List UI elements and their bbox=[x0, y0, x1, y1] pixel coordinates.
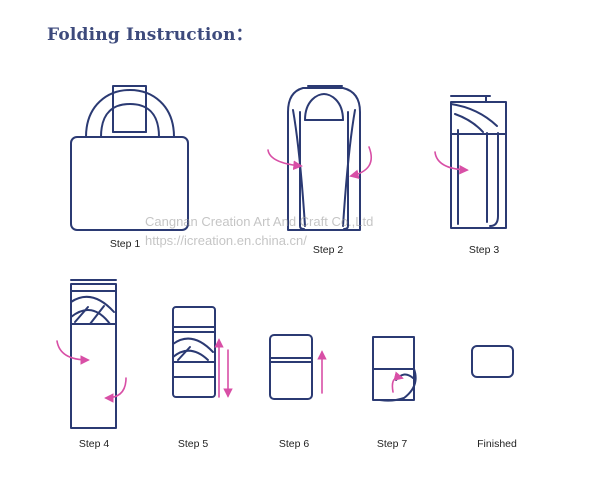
arrow-icon bbox=[391, 371, 404, 393]
watermark-line2: https://icreation.en.china.cn/ bbox=[145, 233, 307, 248]
arrow-icon bbox=[434, 151, 469, 175]
step2-bag-icon bbox=[287, 85, 361, 231]
step2-label: Step 2 bbox=[312, 244, 344, 256]
step7-label: Step 7 bbox=[376, 438, 408, 450]
finished-bag-icon bbox=[471, 345, 514, 378]
arrow-icon bbox=[349, 146, 373, 180]
arrow-icon bbox=[56, 340, 90, 365]
finished-label: Finished bbox=[477, 438, 517, 450]
step3-label: Step 3 bbox=[468, 244, 500, 256]
step5-label: Step 5 bbox=[177, 438, 209, 450]
page-title: Folding Instruction： bbox=[47, 25, 253, 45]
step6-label: Step 6 bbox=[278, 438, 310, 450]
step3-bag-icon bbox=[450, 95, 507, 229]
arrow-icon bbox=[104, 377, 127, 403]
step4-bag-icon bbox=[70, 279, 117, 429]
step7-bag-icon bbox=[372, 336, 417, 402]
step4-label: Step 4 bbox=[78, 438, 110, 450]
step1-bag-icon bbox=[70, 85, 189, 231]
arrow-icon bbox=[267, 149, 303, 171]
step6-bag-icon bbox=[269, 334, 313, 400]
watermark-line1: Cangnan Creation Art And Craft Co.,Ltd bbox=[145, 214, 374, 229]
step5-bag-icon bbox=[172, 306, 216, 398]
step1-label: Step 1 bbox=[109, 238, 141, 250]
